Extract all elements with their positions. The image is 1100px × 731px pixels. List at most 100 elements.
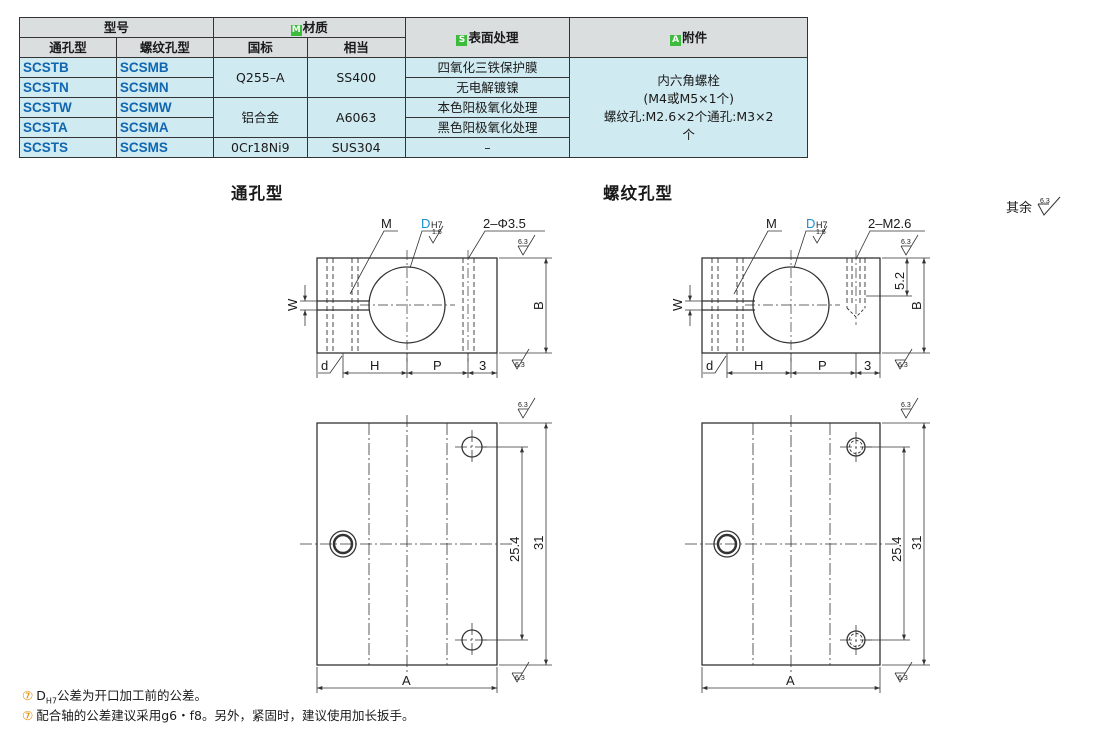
- roughness-symbol-icon: 6.3: [900, 234, 919, 256]
- note-mark-icon: ⑦: [22, 708, 34, 723]
- header-gb: 国标: [212, 37, 308, 58]
- header-thread-type: 螺纹孔型: [115, 37, 214, 58]
- surface-tag: S: [456, 35, 468, 46]
- thread-side-dims: [685, 230, 930, 378]
- center-lines: [745, 250, 857, 362]
- material-equiv: SUS304: [306, 137, 406, 158]
- center-lines: [685, 415, 898, 673]
- dim-25-4: 25.4: [507, 537, 522, 562]
- label-M: M: [766, 216, 777, 231]
- model-code-thread: SCSMS: [115, 137, 214, 158]
- note-mark-icon: ⑦: [22, 688, 34, 703]
- table-row: SCSTA SCSMA 黑色阳极氧化处理: [19, 117, 808, 138]
- svg-text:6.3: 6.3: [515, 362, 525, 369]
- thread-minor: [849, 440, 863, 454]
- svg-text:6.3: 6.3: [518, 239, 528, 246]
- label-M: M: [381, 216, 392, 231]
- accessory-tag: A: [670, 35, 682, 46]
- center-lines: [300, 415, 515, 673]
- table-row: SCSTS SCSMS 0Cr18Ni9 SUS304 –: [19, 137, 808, 158]
- model-code-through: SCSTS: [19, 137, 117, 158]
- header-equiv: 相当: [306, 37, 406, 58]
- rest-roughness-note: 其余 6.3: [1006, 196, 1062, 218]
- model-code-thread: SCSMW: [115, 97, 214, 118]
- thread-type-title: 螺纹孔型: [603, 184, 673, 203]
- surface-treatment: 本色阳极氧化处理: [404, 97, 571, 118]
- table-row: SCSTW SCSMW 铝合金 A6063 本色阳极氧化处理: [19, 97, 808, 138]
- roughness-symbols: 6.3 1.6 6.3 6.3 6.3 6.3 1.6 6.3: [428, 225, 919, 683]
- dim-5-2: 5.2: [892, 272, 907, 290]
- through-type-title: 通孔型: [231, 184, 284, 203]
- roughness-symbol-icon: 6.3: [511, 348, 530, 370]
- model-code-through: SCSTN: [19, 77, 117, 98]
- through-side-dims: [300, 230, 552, 378]
- label-W: W: [285, 298, 300, 311]
- hidden-lines: [326, 258, 475, 353]
- header-model: 型号: [19, 17, 214, 38]
- accessory-line: (M4或M5×1个): [643, 90, 734, 106]
- svg-text:6.3: 6.3: [898, 675, 908, 682]
- hole-callout: 2–M2.6: [868, 216, 911, 231]
- label-P: P: [818, 358, 827, 373]
- model-code-through: SCSTW: [19, 97, 117, 118]
- roughness-symbol-icon: 6.3: [900, 397, 919, 419]
- label-3: 3: [864, 358, 871, 373]
- svg-text:6.3: 6.3: [901, 402, 911, 409]
- svg-text:1.6: 1.6: [816, 229, 826, 236]
- material-gb: 铝合金: [212, 97, 308, 138]
- label-A: A: [786, 673, 795, 688]
- thread-minor: [849, 633, 863, 647]
- material-gb: 0Cr18Ni9: [212, 137, 308, 158]
- roughness-symbol-icon: 6.3: [517, 397, 536, 419]
- label-P: P: [433, 358, 442, 373]
- header-through-type: 通孔型: [19, 37, 117, 58]
- through-side-view: [316, 250, 498, 362]
- roughness-symbol-icon: 6.3: [1037, 196, 1061, 216]
- label-D: D: [421, 216, 430, 231]
- label-d: d: [321, 358, 328, 373]
- roughness-symbol-icon: 6.3: [511, 661, 530, 683]
- thread-front-dims: [701, 422, 930, 693]
- svg-text:6.3: 6.3: [518, 402, 528, 409]
- svg-text:6.3: 6.3: [898, 362, 908, 369]
- label-B: B: [909, 301, 924, 310]
- screw-hole: [713, 530, 741, 558]
- accessory-line: 个: [682, 126, 695, 142]
- accessory-line: 内六角螺栓: [657, 72, 720, 88]
- center-lines: [360, 250, 469, 362]
- label-d: d: [706, 358, 713, 373]
- rest-label: 其余: [1006, 201, 1033, 216]
- label-H7: H7: [816, 220, 828, 230]
- roughness-symbol-icon: 6.3: [894, 348, 913, 370]
- threaded-hole: [846, 437, 866, 457]
- threaded-hole: [846, 630, 866, 650]
- model-code-thread: SCSMA: [115, 117, 214, 138]
- screw-head: [332, 533, 354, 555]
- svg-text:1.6: 1.6: [432, 229, 442, 236]
- through-side-labels: M D H7 2–Φ3.5 W B d H P 3: [285, 216, 546, 373]
- roughness-symbol-icon: 6.3: [517, 234, 536, 256]
- svg-text:6.3: 6.3: [515, 675, 525, 682]
- label-H: H: [754, 358, 763, 373]
- thread-side-view: [701, 250, 881, 362]
- surface-treatment: –: [404, 137, 571, 158]
- svg-text:6.3: 6.3: [1040, 198, 1050, 205]
- dim-31: 31: [531, 536, 546, 550]
- label-H7: H7: [431, 220, 443, 230]
- accessory-cell: 内六角螺栓 (M4或M5×1个) 螺纹孔:M2.6×2个通孔:M3×2 个: [569, 57, 808, 158]
- model-code-thread: SCSMN: [115, 77, 214, 98]
- material-tag: M: [290, 25, 302, 36]
- through-front-labels: 25.4 31 A: [402, 536, 546, 688]
- model-code-thread: SCSMB: [115, 57, 214, 78]
- svg-text:6.3: 6.3: [901, 239, 911, 246]
- roughness-symbol-icon: 6.3: [894, 661, 913, 683]
- surface-treatment: 四氧化三铁保护膜: [404, 57, 571, 78]
- hidden-lines: [711, 258, 866, 353]
- surface-treatment: 无电解镀镍: [404, 77, 571, 98]
- label-3: 3: [479, 358, 486, 373]
- model-code-through: SCSTA: [19, 117, 117, 138]
